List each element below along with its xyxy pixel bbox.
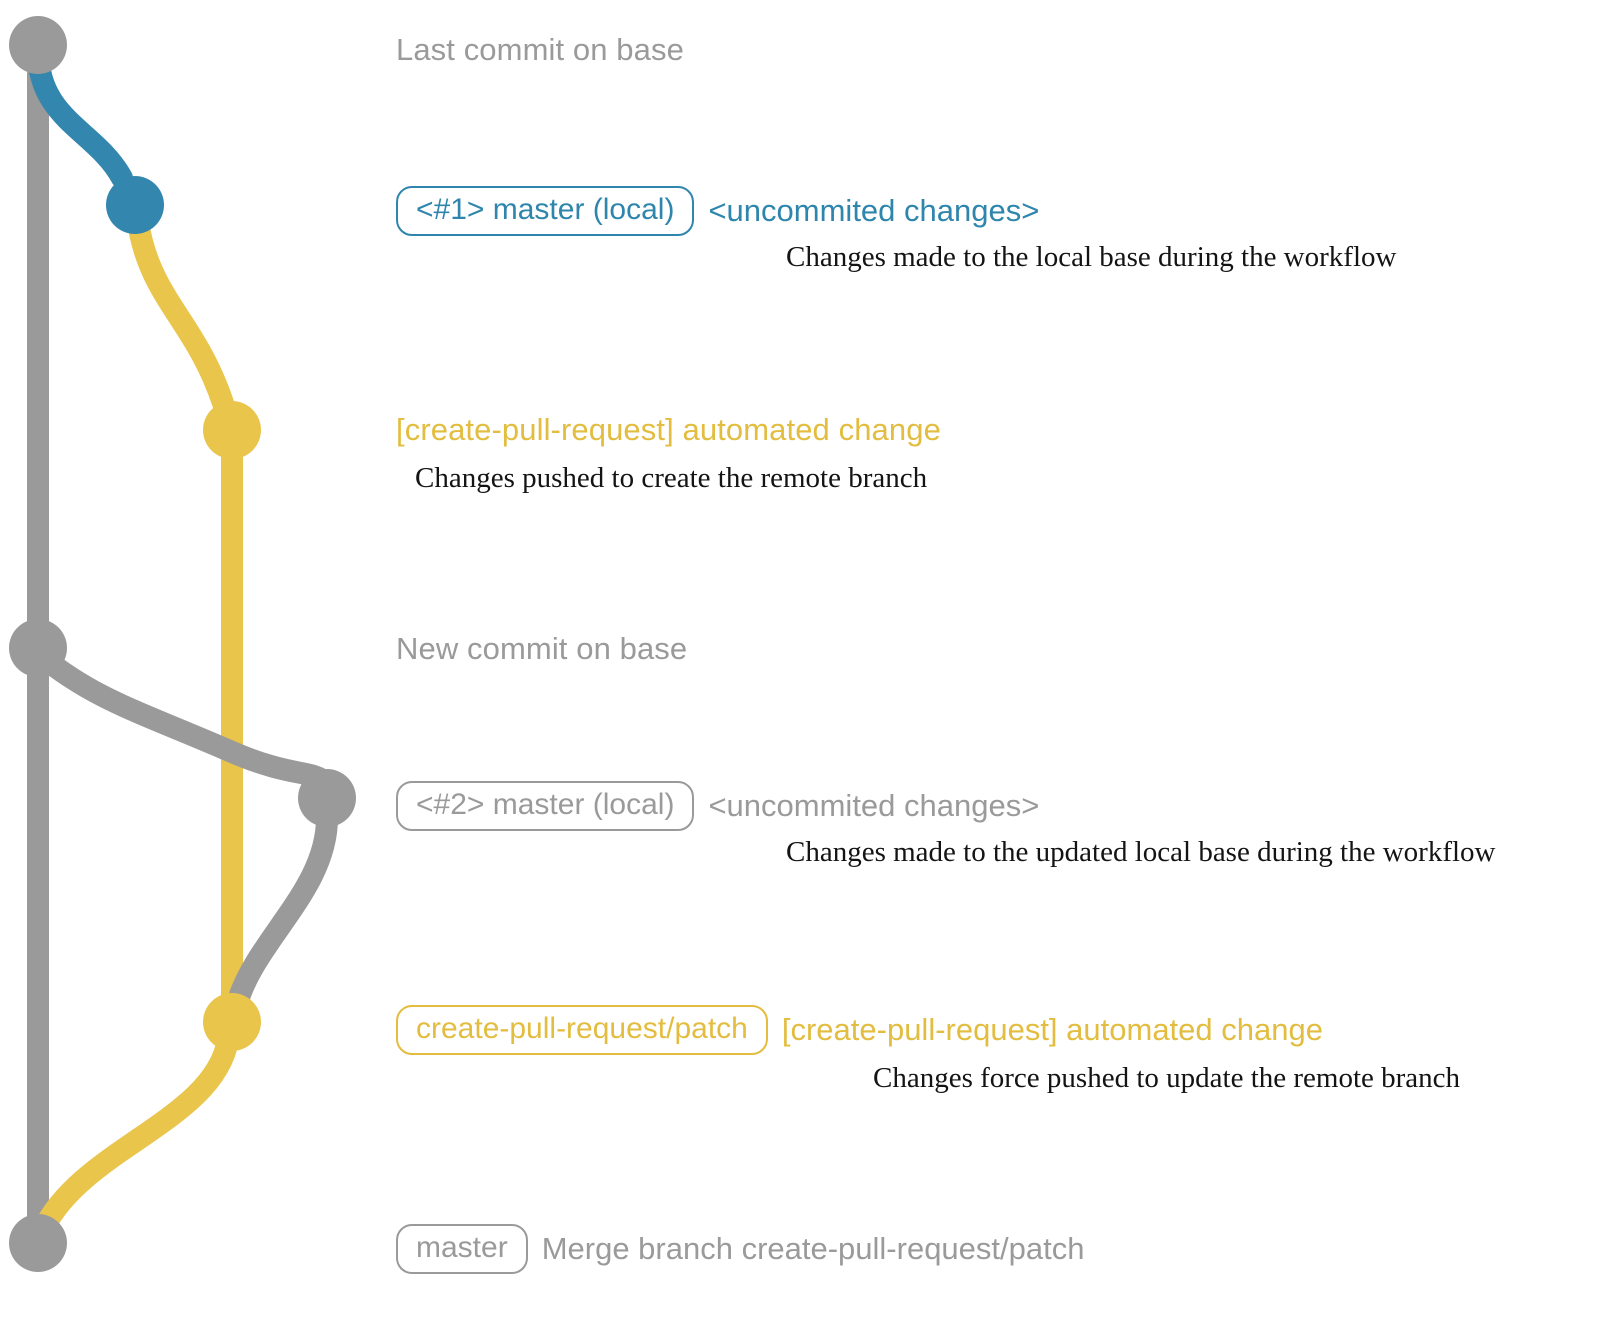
commit-node-base-new[interactable] — [9, 619, 67, 677]
edge-local2-to-patch2 — [226, 807, 338, 1015]
commit-node-patch-1[interactable] — [203, 401, 261, 459]
edge-patch2-to-merge — [33, 1029, 239, 1239]
commit-subject-automated-change-1: [create-pull-request] automated change — [396, 412, 941, 447]
commit-subject-last-commit-on-base: Last commit on base — [396, 32, 684, 67]
ref-badge-master[interactable]: master — [396, 1224, 528, 1274]
ref-badge-local-2[interactable]: <#2> master (local) — [396, 781, 695, 831]
commit-node-local-2[interactable] — [298, 769, 356, 827]
commit-row-automated-change-1: [create-pull-request] automated change — [396, 412, 941, 448]
commit-row-merge-commit: master Merge branch create-pull-request/… — [396, 1224, 1084, 1274]
edge-basenew-to-local2 — [29, 644, 336, 793]
ref-badge-create-pull-request-patch[interactable]: create-pull-request/patch — [396, 1005, 768, 1055]
commit-subject-local-2: <uncommited changes> — [708, 788, 1040, 823]
commit-row-last-commit-on-base: Last commit on base — [396, 32, 684, 68]
commit-node-base-top[interactable] — [9, 16, 67, 74]
commit-row-local-1: <#1> master (local) <uncommited changes> — [396, 186, 1039, 236]
commit-row-automated-change-2: create-pull-request/patch [create-pull-r… — [396, 1005, 1323, 1055]
commit-row-new-commit-on-base: New commit on base — [396, 631, 687, 667]
commit-note-local-2: Changes made to the updated local base d… — [786, 836, 1496, 868]
commit-subject-local-1: <uncommited changes> — [708, 193, 1040, 228]
commit-node-local-1[interactable] — [106, 176, 164, 234]
ref-badge-local-1[interactable]: <#1> master (local) — [396, 186, 695, 236]
edge-local1-to-patch1 — [127, 211, 235, 417]
commit-row-local-2: <#2> master (local) <uncommited changes> — [396, 781, 1039, 831]
commit-note-automated-change-2: Changes force pushed to update the remot… — [873, 1062, 1461, 1094]
commit-note-local-1: Changes made to the local base during th… — [786, 241, 1397, 273]
commit-node-patch-2[interactable] — [203, 993, 261, 1051]
commit-subject-automated-change-2: [create-pull-request] automated change — [781, 1012, 1323, 1047]
commit-subject-merge-commit: Merge branch create-pull-request/patch — [541, 1231, 1085, 1266]
commit-graph — [9, 16, 356, 1272]
commit-node-merge[interactable] — [9, 1214, 67, 1272]
commit-subject-new-commit-on-base: New commit on base — [396, 631, 688, 666]
commit-note-automated-change-1: Changes pushed to create the remote bran… — [415, 462, 928, 494]
